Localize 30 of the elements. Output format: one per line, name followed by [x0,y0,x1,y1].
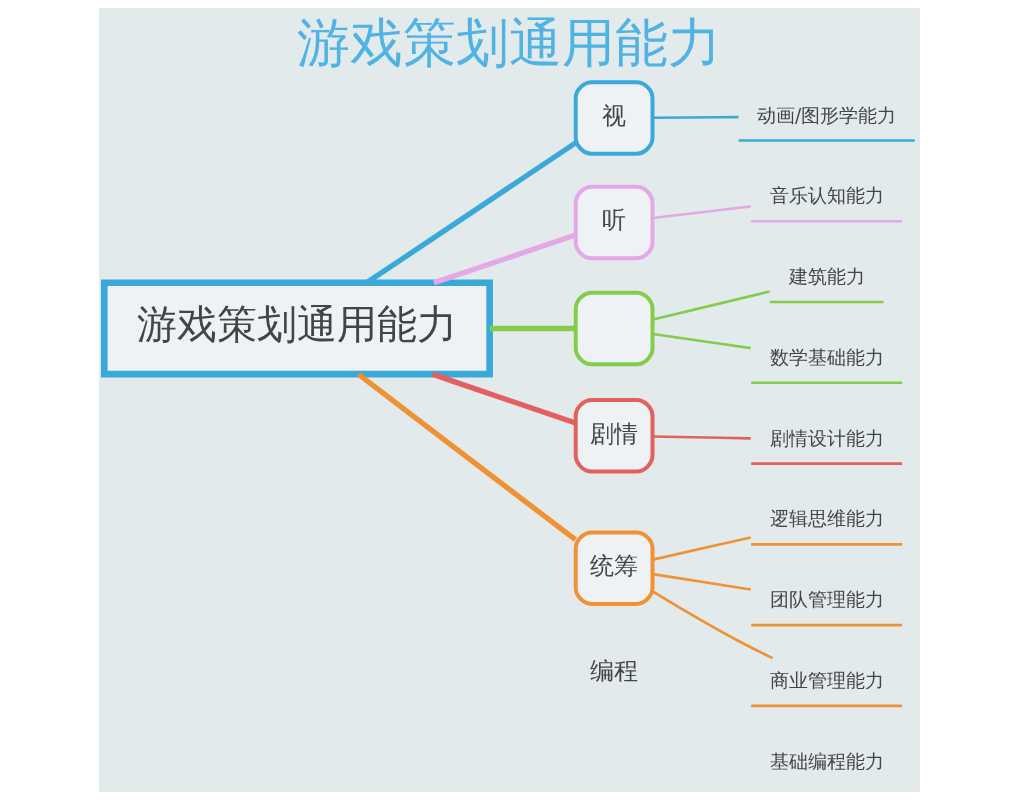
connector [651,590,774,660]
node-text: 音乐认知能力 [769,185,884,207]
node-text: 逻辑思维能力 [769,508,884,530]
node-text: 数学基础能力 [769,346,884,368]
node-box: 视 [573,80,655,156]
node-box: 剧情 [573,398,655,474]
node-box [573,290,655,367]
diagram-title: 游戏策划通用能力 [297,12,722,74]
connector [365,140,578,285]
node-text: 团队管理能力 [769,589,884,611]
connector [652,572,751,591]
node-box: 统筹 [573,530,655,606]
connector [652,115,739,120]
node-text: 动画/图形学能力 [757,104,897,126]
node-box: 游戏策划通用能力 [101,279,493,378]
connector [356,372,577,542]
connector [652,332,751,350]
connector [652,290,770,321]
connector [489,325,576,332]
node-text: 建筑能力 [788,266,865,288]
connector [652,205,751,220]
connector [652,536,752,561]
connector [652,435,751,440]
node-text: 编程 [590,656,639,685]
connector [431,371,577,426]
node-text: 剧情设计能力 [769,427,884,449]
node-box: 听 [573,184,655,261]
node-text: 基础编程能力 [769,750,884,772]
node-text: 商业管理能力 [769,669,884,691]
connector [433,232,577,286]
